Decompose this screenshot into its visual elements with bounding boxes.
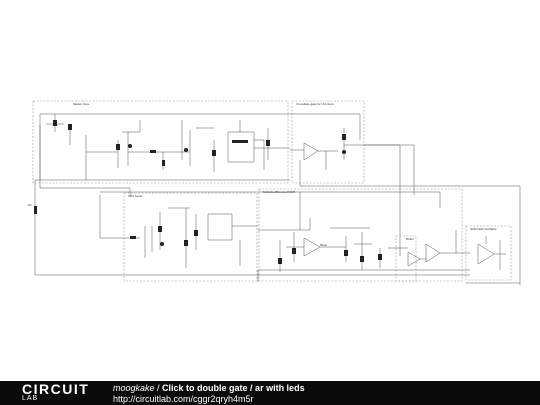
- label-buffer: Buffer: [406, 237, 414, 241]
- footer-title: moogkake / Click to double gate / ar wit…: [113, 383, 305, 394]
- circuitlab-logo-sub: LAB: [22, 395, 39, 402]
- block-label-crossfade: Crossfade gate for LM clone: [296, 102, 334, 106]
- circuit-title[interactable]: Click to double gate / ar with leds: [162, 383, 305, 393]
- wires: [34, 113, 521, 285]
- components: [34, 120, 382, 264]
- author-link[interactable]: moogkake: [113, 383, 155, 393]
- label-vin: 9V: [28, 203, 32, 207]
- block-ads-boost: [123, 192, 258, 282]
- block-inner: [395, 235, 417, 282]
- label-mixer: Mixer: [320, 243, 327, 247]
- block-label-ads: ADS boost: [128, 194, 143, 198]
- block-label-nor-led: NOR LED Oscillator: [470, 227, 497, 231]
- block-label-master: Master lines: [73, 102, 90, 106]
- block-multiplied-nor: [258, 188, 463, 282]
- block-crossfade-gate: [291, 100, 365, 184]
- schematic-svg: Master lines Crossfade gate for LM clone…: [28, 100, 521, 285]
- footer-bar: CIRCUIT LAB moogkake / Click to double g…: [0, 381, 540, 405]
- block-nor-led-oscillator: [465, 225, 512, 281]
- circuitlab-logo: CIRCUIT: [22, 381, 90, 397]
- block-master-lines: [32, 100, 289, 184]
- circuit-url-link[interactable]: http://circuitlab.com/cggr2qryh4m5r: [113, 394, 254, 404]
- footer-separator: /: [154, 383, 163, 393]
